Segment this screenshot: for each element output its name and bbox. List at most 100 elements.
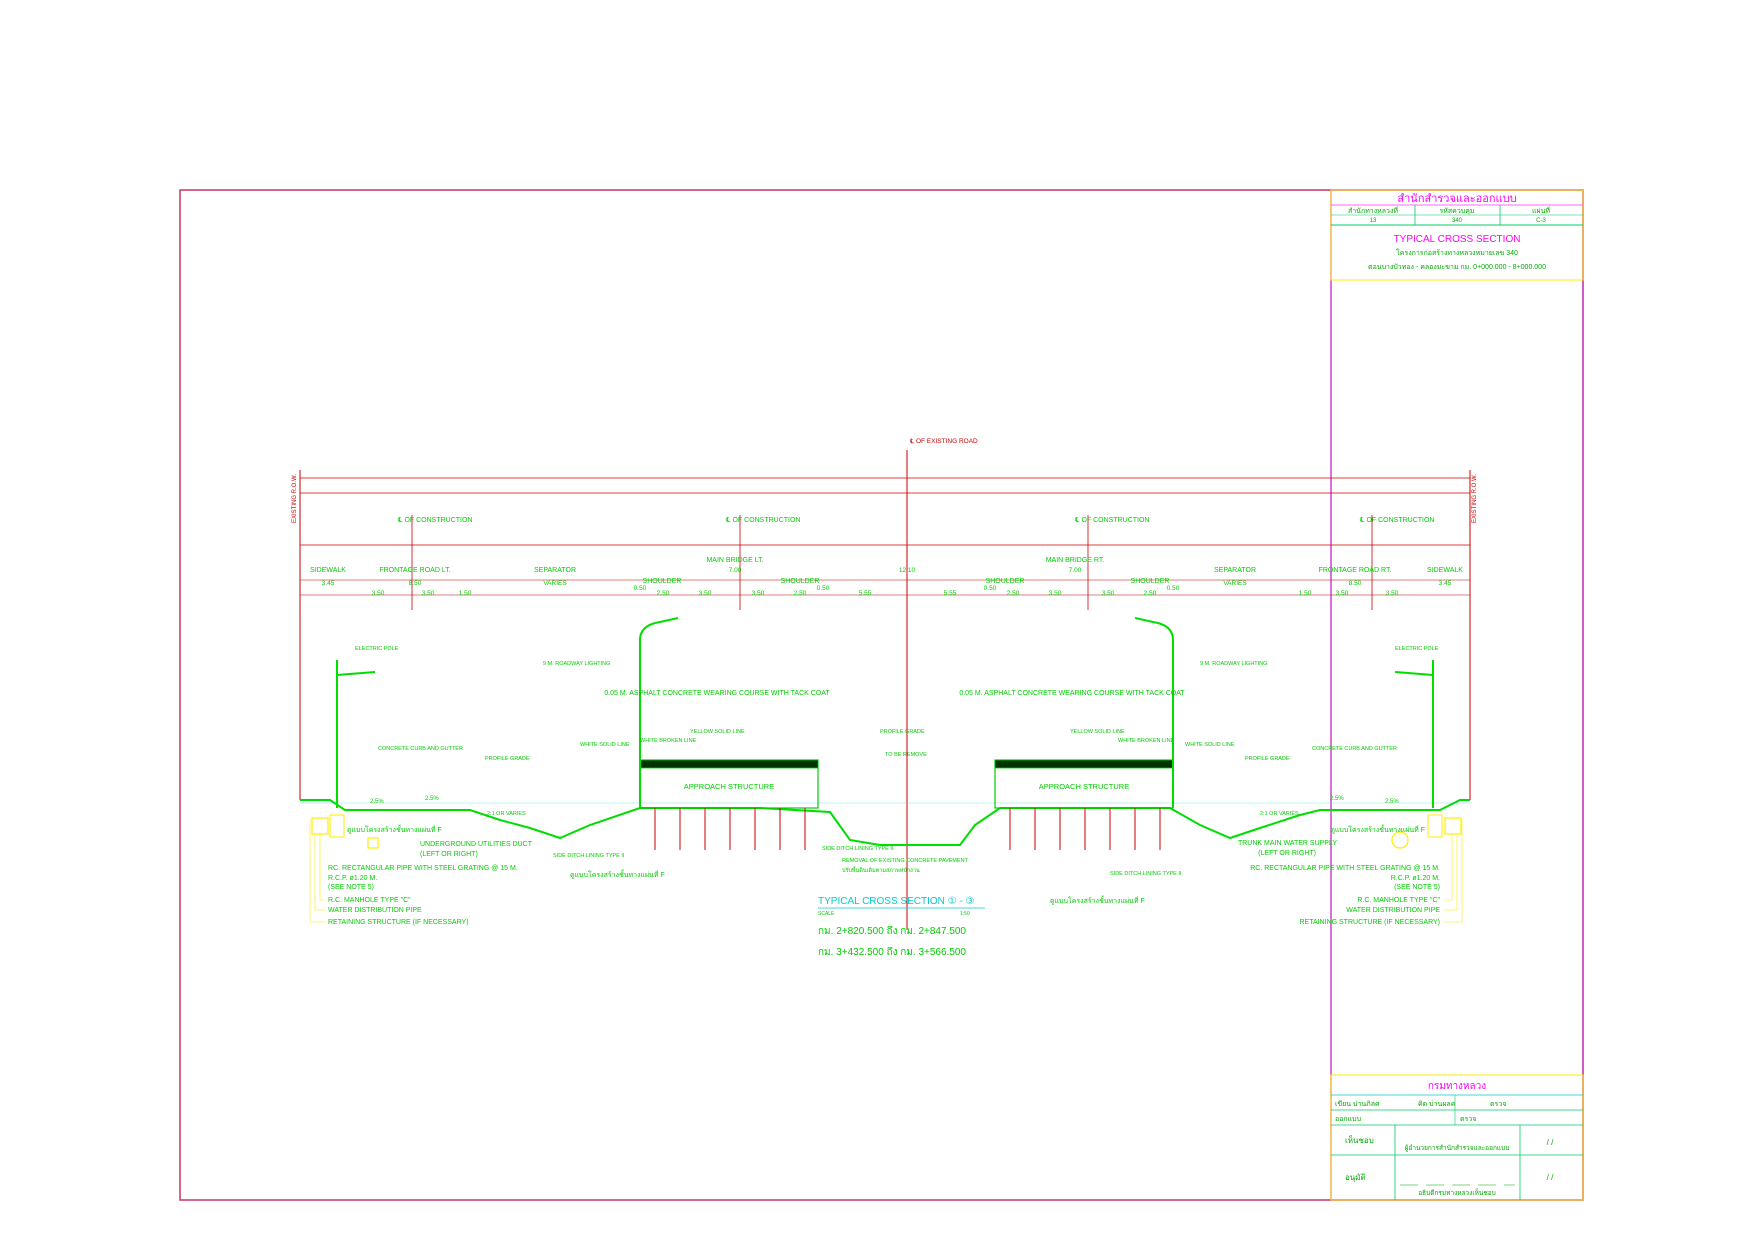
header-region: สำนักทางหลวงที่: [1348, 206, 1398, 215]
checked-by: ผู้อำนวยการสำนักสำรวจและออกแบบ: [1405, 1144, 1510, 1152]
rc-pipe-label-right: RC. RECTANGULAR PIPE WITH STEEL GRATING …: [1250, 865, 1440, 872]
value-sheet: C-3: [1536, 218, 1546, 224]
manhole-label-right: R.C. MANHOLE TYPE "C": [1357, 897, 1440, 904]
seg-bridge-right: MAIN BRIDGE RT.: [1046, 557, 1105, 564]
approval-block: กรมทางหลวง เขียน บ่านภิลศ คิด บ่านผลค ตร…: [1330, 1074, 1584, 1201]
section-profile: [300, 799, 1470, 846]
yellow-line-right: YELLOW SOLID LINE: [1070, 729, 1125, 735]
profile-grade-center: PROFILE GRADE: [880, 729, 925, 735]
slope-right-1: 2.5%: [1330, 796, 1344, 802]
dim-left-6: 2.50: [657, 590, 670, 597]
header-sheet: แผ่นที่: [1532, 206, 1550, 215]
side-ditch-left: SIDE DITCH LINING TYPE II: [553, 853, 625, 859]
profile-grade-right: PROFILE GRADE: [1245, 756, 1290, 762]
seg-sidewalk-left: SIDEWALK: [310, 567, 346, 574]
profile-grade-left: PROFILE GRADE: [485, 756, 530, 762]
drawn-by: เขียน บ่านภิลศ: [1335, 1100, 1380, 1108]
title-block: สำนักสำรวจและออกแบบ สำนักทางหลวงที่ รหัส…: [1330, 189, 1584, 281]
approved-date: / /: [1547, 1173, 1554, 1182]
varies-right: VARIES: [1223, 580, 1247, 587]
trunk-main-label: TRUNK MAIN WATER SUPPLY: [1238, 840, 1337, 847]
route-name: ตอนบางบัวทอง - คลองมะขาม กม. 0+000.000 -…: [1368, 263, 1546, 271]
seg-shoulder-center-left: SHOULDER: [781, 578, 820, 585]
bridge-width-right: 7.00: [1069, 567, 1082, 574]
construction-cl-2: ℄ OF CONSTRUCTION: [725, 517, 801, 524]
design-row: ออกแบบ: [1335, 1116, 1361, 1123]
light-poles: [336, 617, 1434, 808]
yellow-line-left: YELLOW SOLID LINE: [690, 729, 745, 735]
see-note-right: (SEE NOTE 5): [1394, 884, 1440, 891]
trunk-main-lr: (LEFT OR RIGHT): [1258, 850, 1316, 857]
seg-shoulder-center-right: SHOULDER: [986, 578, 1025, 585]
seg-bridge-left: MAIN BRIDGE LT.: [706, 557, 763, 564]
construction-cl-1: ℄ OF CONSTRUCTION: [397, 517, 473, 524]
dim-left-1: 3.45: [322, 580, 335, 587]
value-control: 340: [1452, 218, 1463, 224]
manhole-label-left: R.C. MANHOLE TYPE "C": [328, 897, 411, 904]
cut-slope-left: 2:1 OR VARIES: [487, 811, 526, 817]
dim-right-4: 3.50: [1102, 590, 1115, 597]
dim-right-1: 0.50: [984, 585, 997, 592]
header-control: รหัสควบคุม: [1440, 207, 1475, 215]
slope-left-2: 2.5%: [425, 796, 439, 802]
center-thai-note: ปรับพื้นดินเดิมตามสภาพหน้างาน: [842, 866, 920, 874]
duct-label: UNDERGROUND UTILITIES DUCT: [420, 841, 533, 848]
dim-right-7: 1.50: [1299, 590, 1312, 597]
dim-right-2: 2.50: [1007, 590, 1020, 597]
designed-by: คิด บ่านผลค: [1418, 1100, 1456, 1108]
thai-note-left: ดูแบบโครงสร้างชั้นทางแผ่นที่ F: [347, 823, 442, 834]
scale-label: SCALE: [818, 911, 835, 917]
rc-pipe-label-left: RC. RECTANGULAR PIPE WITH STEEL GRATING …: [328, 865, 518, 872]
dim-left-5: 0.50: [634, 585, 647, 592]
checked-label: เห็นชอบ: [1345, 1135, 1374, 1145]
rc-pipe-left: [311, 817, 329, 835]
dim-right-6: 0.50: [1167, 585, 1180, 592]
seg-separator-left: SEPARATOR: [534, 567, 576, 574]
dim-right-10: 3.45: [1439, 580, 1452, 587]
thai-note-right: ดูแบบโครงสร้างชั้นทางแผ่นที่ F: [1330, 823, 1425, 834]
construction-cl-4: ℄ OF CONSTRUCTION: [1359, 517, 1435, 524]
dim-right-9: 3.50: [1386, 590, 1399, 597]
dim-right-8: 3.50: [1336, 590, 1349, 597]
dim-left-9: 2.50: [794, 590, 807, 597]
seg-separator-right: SEPARATOR: [1214, 567, 1256, 574]
dim-left-2: 3.50: [372, 590, 385, 597]
leader-lines-right: [1444, 820, 1463, 923]
dim-left-4: 1.50: [459, 590, 472, 597]
construction-cl-3: ℄ OF CONSTRUCTION: [1074, 517, 1150, 524]
duct-left: [367, 837, 379, 849]
dim-left-7: 3.50: [699, 590, 712, 597]
dim-left-3: 3.50: [422, 590, 435, 597]
frame-border: [1330, 189, 1584, 1201]
white-broken-right: WHITE BROKEN LINE: [1118, 738, 1175, 744]
dim-left-8: 3.50: [752, 590, 765, 597]
wearing-course-right: 0.05 M. ASPHALT CONCRETE WEARING COURSE …: [959, 690, 1185, 697]
office-name: สำนักสำรวจและออกแบบ: [1397, 193, 1516, 205]
white-solid-right: WHITE SOLID LINE: [1185, 742, 1235, 748]
water-pipe-right: WATER DISTRIBUTION PIPE: [1346, 907, 1440, 914]
section-title: TYPICAL CROSS SECTION ① - ③: [818, 896, 975, 907]
removal-existing: REMOVAL OF EXISTING CONCRETE PAVEMENT: [842, 858, 969, 864]
scale-value: 1:50: [960, 911, 970, 917]
dim-left-10: 0.50: [817, 585, 830, 592]
lighting-right: 9 M. ROADWAY LIGHTING: [1200, 661, 1267, 667]
value-region: 13: [1370, 218, 1377, 224]
see-note-left: (SEE NOTE 5): [328, 884, 374, 891]
rcp-label-left: R.C.P. ø1.20 M.: [328, 875, 377, 882]
side-ditch-right: SIDE DITCH LINING TYPE II: [1110, 871, 1182, 877]
range-2: กม. 3+432.500 ถึง กม. 3+566.500: [818, 946, 966, 958]
check-row: ตรวจ: [1460, 1116, 1476, 1123]
dim-right-3: 3.50: [1049, 590, 1062, 597]
curb-gutter-left: CONCRETE CURB AND GUTTER: [378, 746, 463, 752]
checked-row: ตรวจ: [1490, 1101, 1506, 1108]
thai-note-center-right: ดูแบบโครงสร้างชั้นทางแผ่นที่ F: [1050, 894, 1145, 905]
seg-frontage-right: FRONTAGE ROAD RT.: [1319, 567, 1392, 574]
approach-left: APPROACH STRUCTURE: [684, 782, 774, 791]
retaining-left: RETAINING STRUCTURE (IF NECESSARY): [328, 919, 469, 926]
lighting-left: 9 M. ROADWAY LIGHTING: [543, 661, 610, 667]
median-left: 5.55: [859, 590, 872, 597]
varies-left: VARIES: [543, 580, 567, 587]
approved-by: อธิบดีกรมทางหลวงเห็นชอบ: [1418, 1188, 1496, 1197]
existing-centerline-label: ℄ OF EXISTING ROAD: [909, 438, 978, 445]
